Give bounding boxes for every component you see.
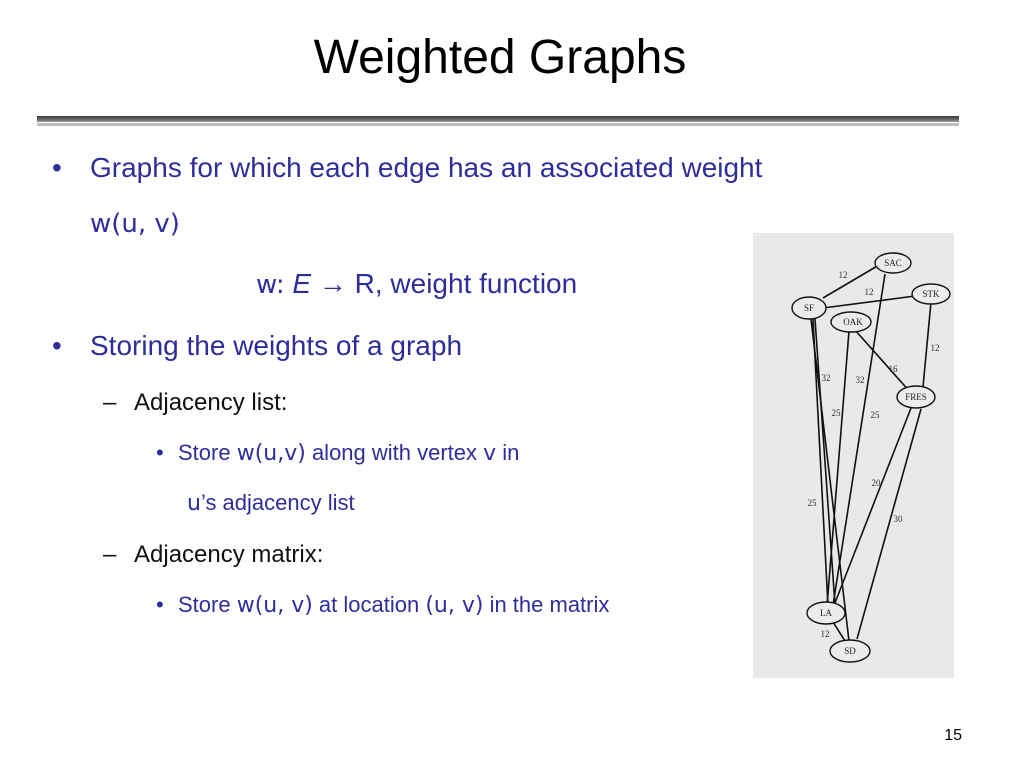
text-u: u: [187, 491, 201, 516]
node-sf: [791, 296, 827, 320]
node-stk: [911, 283, 951, 305]
text-in-matrix: in the matrix: [483, 592, 610, 617]
node-label-la: LA: [820, 608, 832, 618]
edge-sac-la: [832, 273, 886, 606]
weight-sf-stk: 12: [865, 287, 874, 297]
weight-oak-la: 32: [856, 375, 865, 385]
text-wuv: w(u,v): [236, 441, 306, 466]
node-label-oak: OAK: [843, 317, 863, 327]
weight-oak-fres: 16: [889, 364, 899, 374]
edge-la-sd: [832, 621, 846, 642]
edge-sf-sac: [822, 264, 880, 299]
edge-oak-la: [826, 330, 850, 607]
sub-bullet-dot: •: [156, 592, 164, 617]
weight-sf-sac: 12: [839, 270, 848, 280]
sub-dash: –: [103, 541, 117, 568]
adjacency-list-item-line-1: Store w(u,v) along with vertex v in: [178, 440, 519, 466]
weighted-graph-figure: SAC STK SF OAK FRES LA SD 12 12 12 16 32…: [753, 233, 954, 678]
formula-arrow: →: [318, 268, 347, 299]
edge-fres-la: [832, 407, 912, 609]
node-label-stk: STK: [922, 289, 940, 299]
text-store: Store: [178, 440, 237, 465]
formula-rest: R, weight function: [354, 268, 578, 299]
weight-stk-fres: 12: [931, 343, 940, 353]
formula-E: E: [292, 268, 312, 299]
bullet-dot: •: [52, 330, 62, 361]
adjacency-list-item-line-2: u’s adjacency list: [187, 490, 355, 516]
weight-sf-la: 32: [822, 373, 831, 383]
adjacency-matrix-item: Store w(u, v) at location (u, v) in the …: [178, 592, 609, 618]
edge-fres-sd: [856, 408, 922, 640]
text-wuv: w(u, v): [236, 593, 313, 618]
edge-sf-la: [812, 318, 829, 607]
slide-title: Weighted Graphs: [313, 31, 687, 84]
text-v: v: [483, 441, 497, 466]
weighted-graph-svg: SAC STK SF OAK FRES LA SD 12 12 12 16 32…: [791, 252, 951, 663]
text-in: in: [496, 440, 520, 465]
edge-sf-stk: [822, 295, 916, 309]
node-sac: [874, 252, 912, 274]
weight-sac-la: 25: [871, 410, 881, 420]
node-la: [806, 601, 846, 625]
node-label-sd: SD: [844, 646, 856, 656]
weight-fres-la: 20: [872, 478, 882, 488]
bullet-2: Storing the weights of a graph: [90, 330, 463, 361]
weight-function-formula: w: E → R, weight function: [256, 268, 577, 300]
page-number: 15: [944, 727, 962, 744]
sub-bullet-dot: •: [156, 440, 164, 465]
weight-sf-sd: 25: [832, 408, 842, 418]
node-oak: [830, 311, 872, 333]
bullet-1-line-1: Graphs for which each edge has an associ…: [90, 152, 763, 183]
node-label-fres: FRES: [905, 392, 927, 402]
text-along: along with vertex: [305, 440, 484, 465]
edge-oak-fres: [854, 329, 912, 394]
text-store: Store: [178, 592, 237, 617]
bullet-1-line-2: w(u, v): [90, 209, 180, 239]
edge-stk-fres: [922, 301, 932, 388]
node-fres: [896, 385, 936, 409]
sub-adjacency-matrix: Adjacency matrix:: [134, 541, 324, 568]
title-divider: [37, 116, 959, 122]
text-adj-list: ’s adjacency list: [200, 490, 355, 515]
text-at-location: at location: [312, 592, 426, 617]
text-uv: (u, v): [425, 593, 484, 618]
sub-dash: –: [103, 389, 117, 416]
bullet-dot: •: [52, 152, 62, 183]
weight-sf-la-low: 25: [808, 498, 818, 508]
node-label-sf: SF: [804, 303, 814, 313]
formula-w: w:: [256, 270, 285, 300]
edge-sf-sd: [810, 318, 850, 642]
sub-adjacency-list: Adjacency list:: [134, 389, 288, 416]
node-sd: [829, 639, 871, 663]
weight-fres-sd: 30: [894, 514, 904, 524]
node-label-sac: SAC: [884, 258, 902, 268]
edge-sf-la-2: [814, 318, 836, 606]
title-divider-shadow: [37, 123, 959, 126]
weight-la-sd: 12: [821, 629, 830, 639]
